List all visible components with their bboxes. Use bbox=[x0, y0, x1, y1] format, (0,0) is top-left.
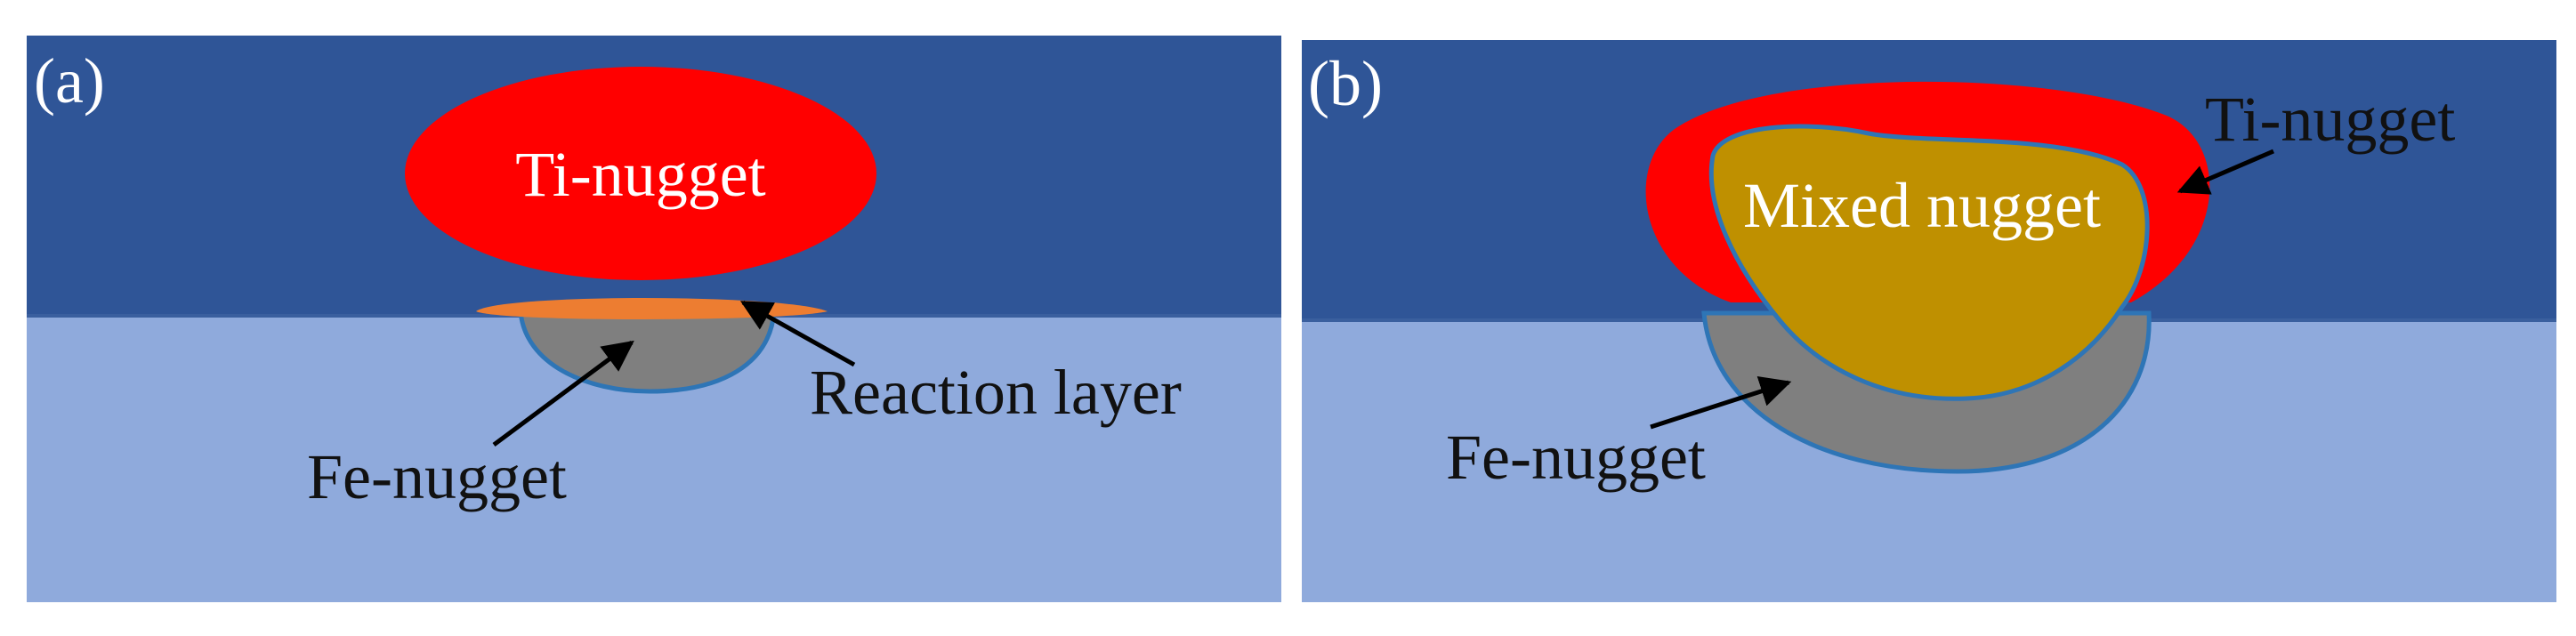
panel-b-fe-nugget-label: Fe-nugget bbox=[1446, 422, 1706, 493]
panel-a-reaction-layer-label: Reaction layer bbox=[810, 357, 1182, 428]
panel-a: (a) Ti-nugget Reaction layer Fe-nugget bbox=[27, 36, 1281, 602]
panel-b-fe-nugget-arrow bbox=[1650, 376, 1792, 430]
panel-b-mixed-nugget-label: Mixed nugget bbox=[1743, 170, 2101, 241]
panel-b: (b) Mixed nugget Ti-nugget Fe-nugget bbox=[1302, 40, 2556, 602]
panel-b-ti-nugget-label: Ti-nugget bbox=[2205, 84, 2455, 155]
panel-a-fe-nugget-label: Fe-nugget bbox=[307, 441, 567, 512]
panel-a-ti-nugget bbox=[405, 67, 876, 280]
panel-b-mixed-nugget bbox=[1708, 124, 2150, 401]
panel-a-fe-nugget bbox=[518, 309, 777, 394]
panel-a-fe-nugget-arrow bbox=[492, 340, 634, 447]
panel-a-ti-nugget-label: Ti-nugget bbox=[515, 139, 765, 210]
panel-b-label: (b) bbox=[1308, 48, 1383, 119]
panel-a-label: (a) bbox=[34, 45, 105, 117]
panel-b-ti-nugget-arrow bbox=[2176, 149, 2274, 195]
panel-a-reaction-layer-arrow bbox=[739, 300, 856, 367]
panel-a-reaction-layer bbox=[476, 298, 828, 319]
